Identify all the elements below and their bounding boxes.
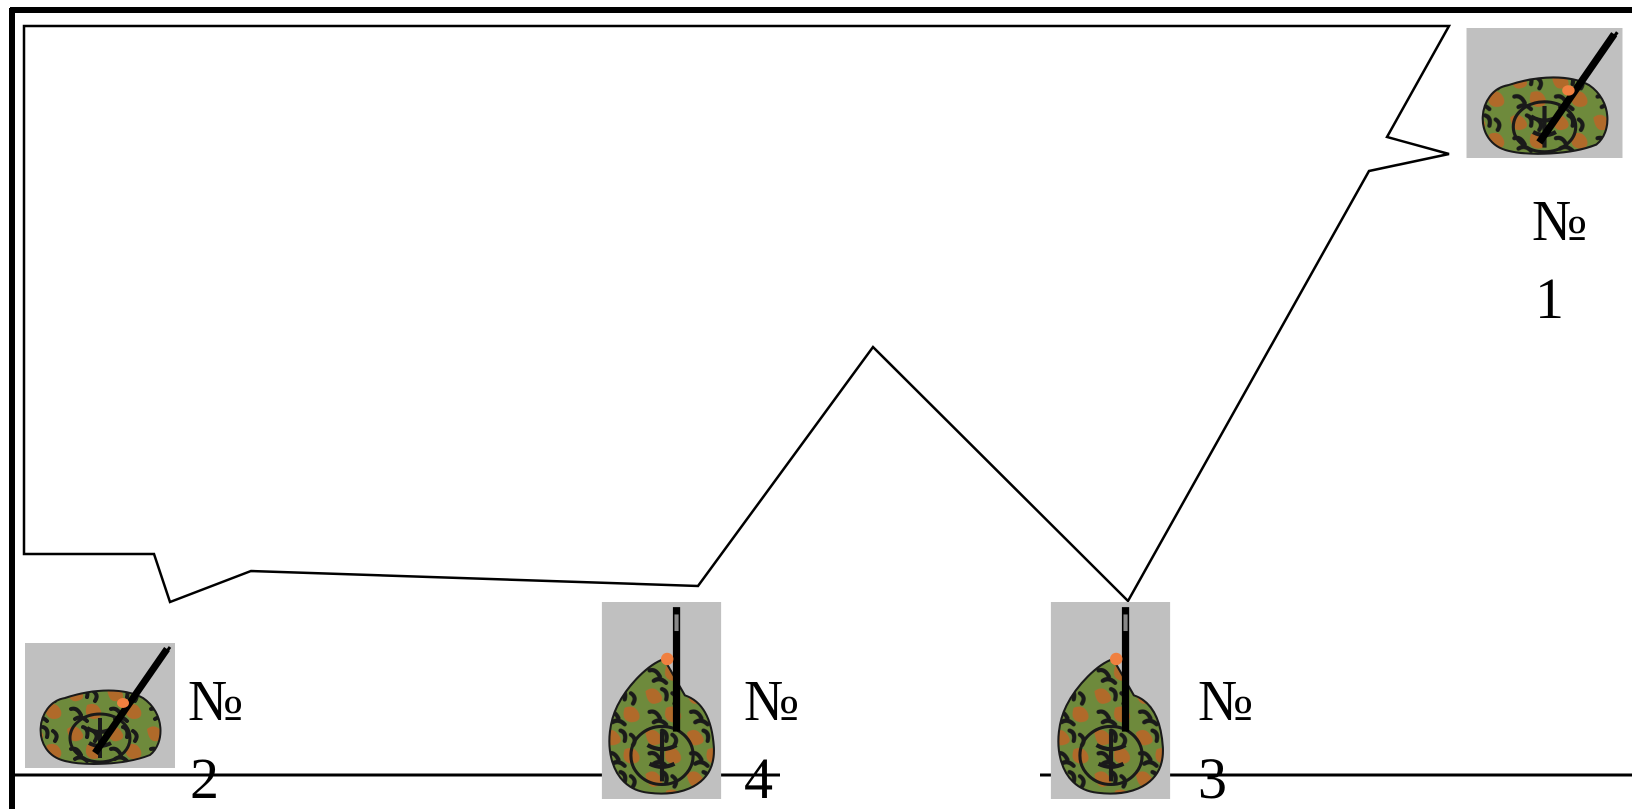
- soldier-3-sign: №: [1198, 668, 1254, 733]
- soldier-2-figure: [25, 643, 175, 768]
- callout-area-outline: [22, 24, 1452, 604]
- soldier-1-figure: [1467, 28, 1623, 158]
- soldier-4-number: 4: [744, 746, 773, 811]
- soldier-2-number: 2: [190, 746, 219, 811]
- soldier-4-figure: [602, 602, 721, 799]
- soldier-3-number: 3: [1198, 746, 1227, 811]
- soldier-2-sign: №: [188, 668, 244, 733]
- soldier-3-figure: [1051, 602, 1170, 799]
- soldier-4-sign: №: [744, 668, 800, 733]
- soldier-1-number: 1: [1535, 266, 1564, 331]
- soldier-1-sign: №: [1532, 188, 1588, 253]
